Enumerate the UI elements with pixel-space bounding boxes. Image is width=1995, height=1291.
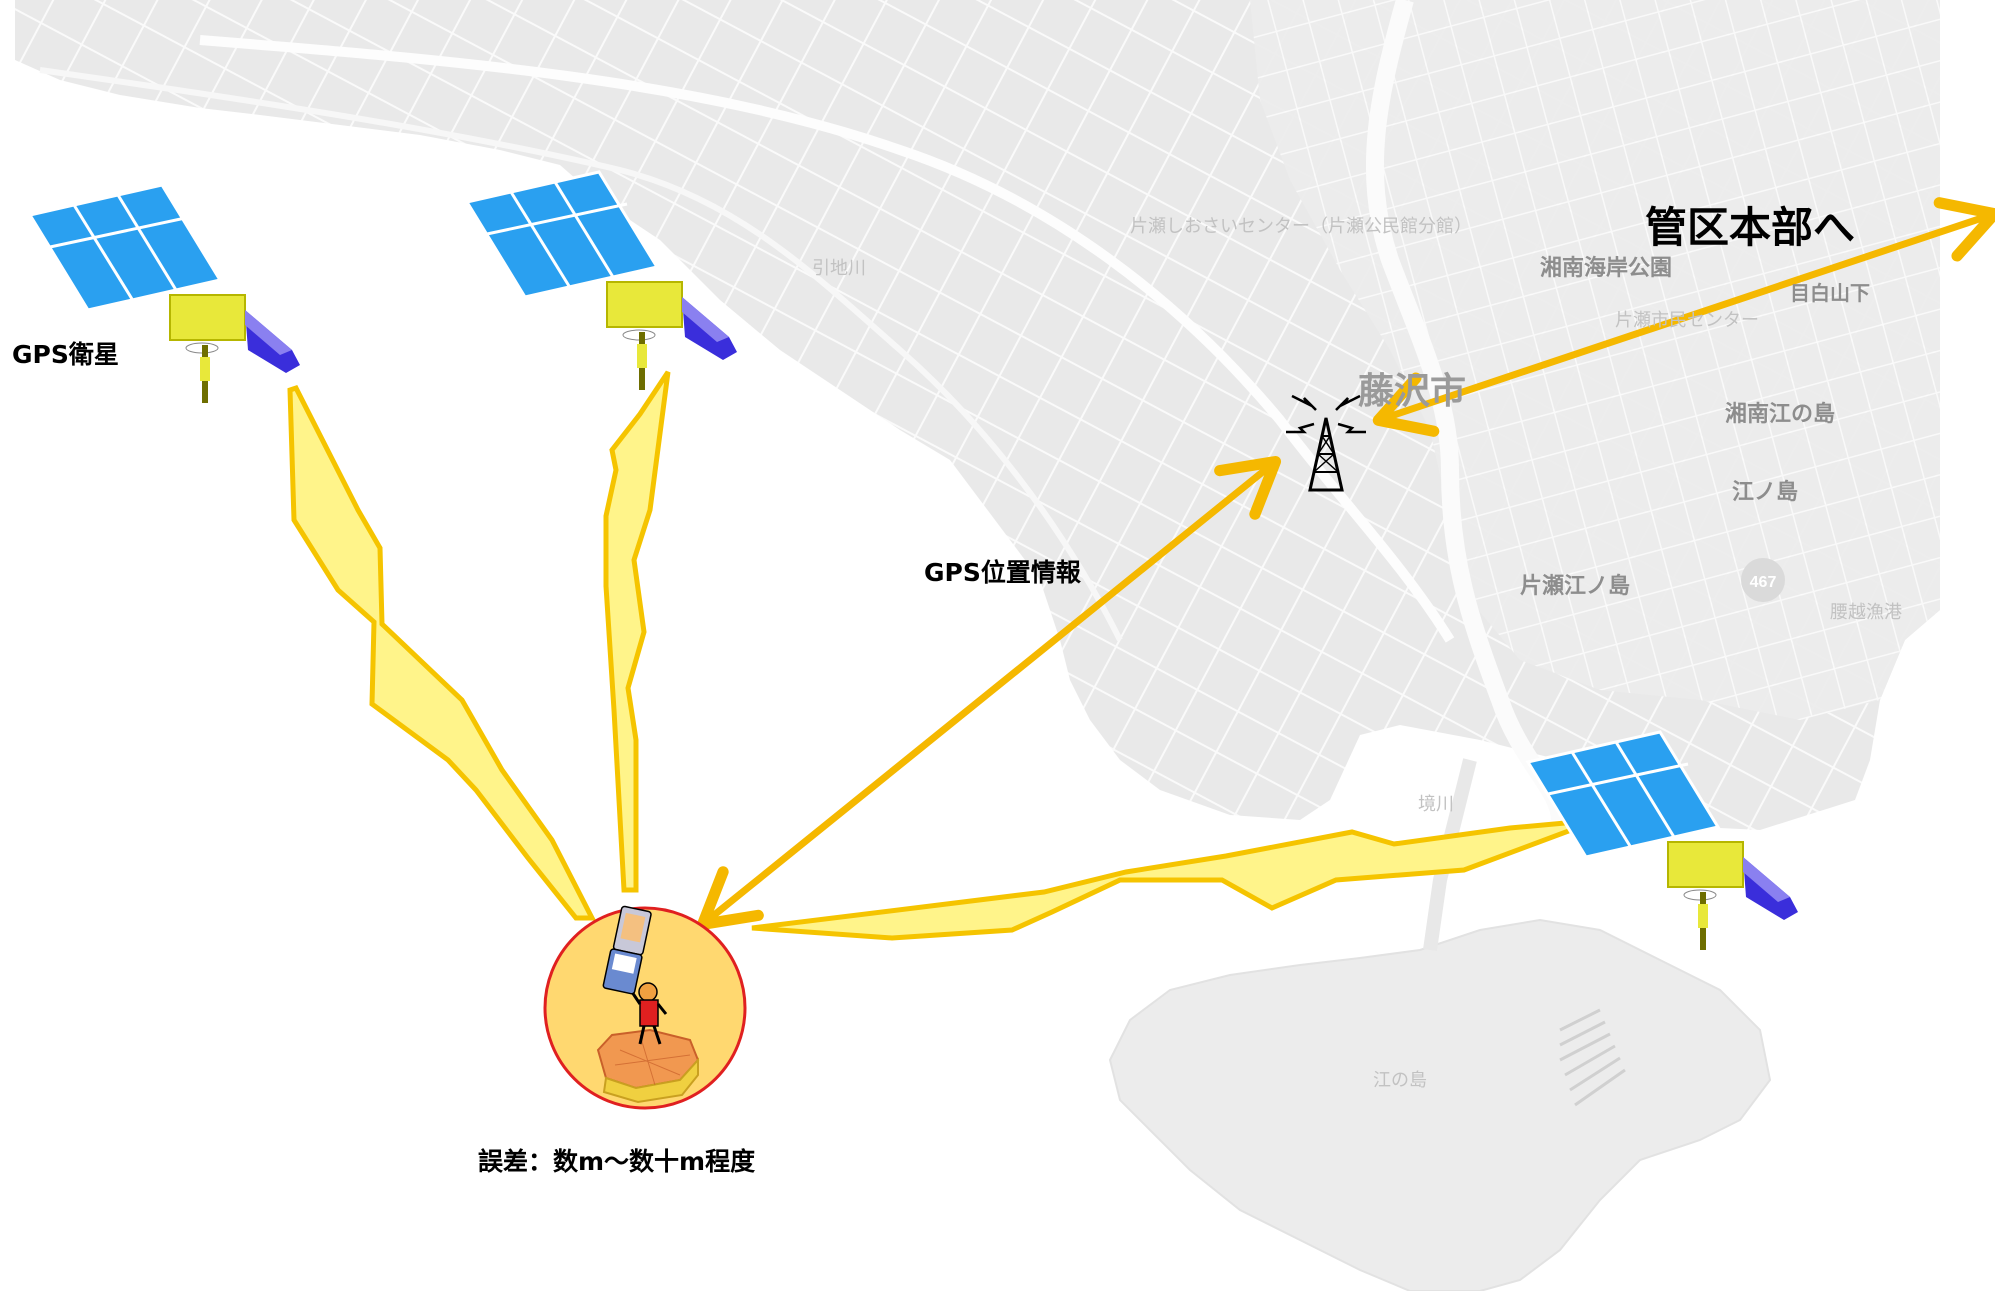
map-label-hikichigawa: 引地川 (812, 258, 866, 279)
route-number: 467 (1750, 574, 1777, 591)
signal-bolt-2 (603, 370, 671, 893)
life-raft-icon (596, 1028, 700, 1104)
error-range-label: 誤差：数m～数十m程度 (478, 1147, 756, 1176)
harbour (1559, 1008, 1626, 1107)
position-info-label: GPS位置情報 (924, 558, 1081, 587)
map-label-katase-civic-center: 片瀬市民センター (1615, 310, 1759, 331)
map-label-mejiro-yamashita: 目白山下 (1790, 281, 1870, 305)
signal-bolt-1 (287, 384, 597, 921)
river (1365, 0, 1569, 821)
map-label-city: 藤沢市 (1358, 371, 1467, 412)
enoshima-island (1108, 918, 1772, 1291)
map-label-enoshima-island: 江の島 (1373, 1070, 1427, 1091)
headquarters-label: 管区本部へ (1645, 203, 1856, 252)
satellite-3 (1525, 730, 1798, 950)
map-label-sakaigawa: 境川 (1418, 794, 1454, 815)
signal-bolt-3 (751, 817, 1599, 941)
map-label-shonan-kaigan-park: 湘南海岸公園 (1540, 256, 1673, 281)
satellite-icon (27, 183, 300, 403)
satellite-2 (464, 170, 737, 390)
radio-tower-icon (1286, 394, 1366, 492)
satellite-1 (27, 183, 300, 403)
causeway (1423, 758, 1477, 951)
satellite-label: GPS衛星 (12, 340, 119, 369)
mobile-phone-icon (602, 905, 652, 995)
satellite-icon (1525, 730, 1798, 950)
main-road (199, 35, 1455, 643)
map-label-koshigoe-port: 腰越漁港 (1830, 602, 1902, 623)
position-info-arrow (696, 456, 1282, 930)
map-label-shonan-enoshima: 湘南江の島 (1725, 402, 1836, 427)
rescue-location (543, 905, 747, 1110)
map-label-enoshima-station: 江ノ島 (1732, 480, 1799, 505)
route-shield: 467 (1741, 558, 1785, 602)
rescue-person-icon (626, 982, 668, 1045)
satellite-icon (464, 170, 737, 390)
arrows (696, 197, 1995, 930)
headquarters-arrow (1372, 197, 1995, 437)
map-label-katase-shiosai-center: 片瀬しおさいセンター（片瀬公民館分館） (1130, 216, 1472, 237)
map-label-katase-enoshima: 片瀬江ノ島 (1520, 574, 1631, 599)
